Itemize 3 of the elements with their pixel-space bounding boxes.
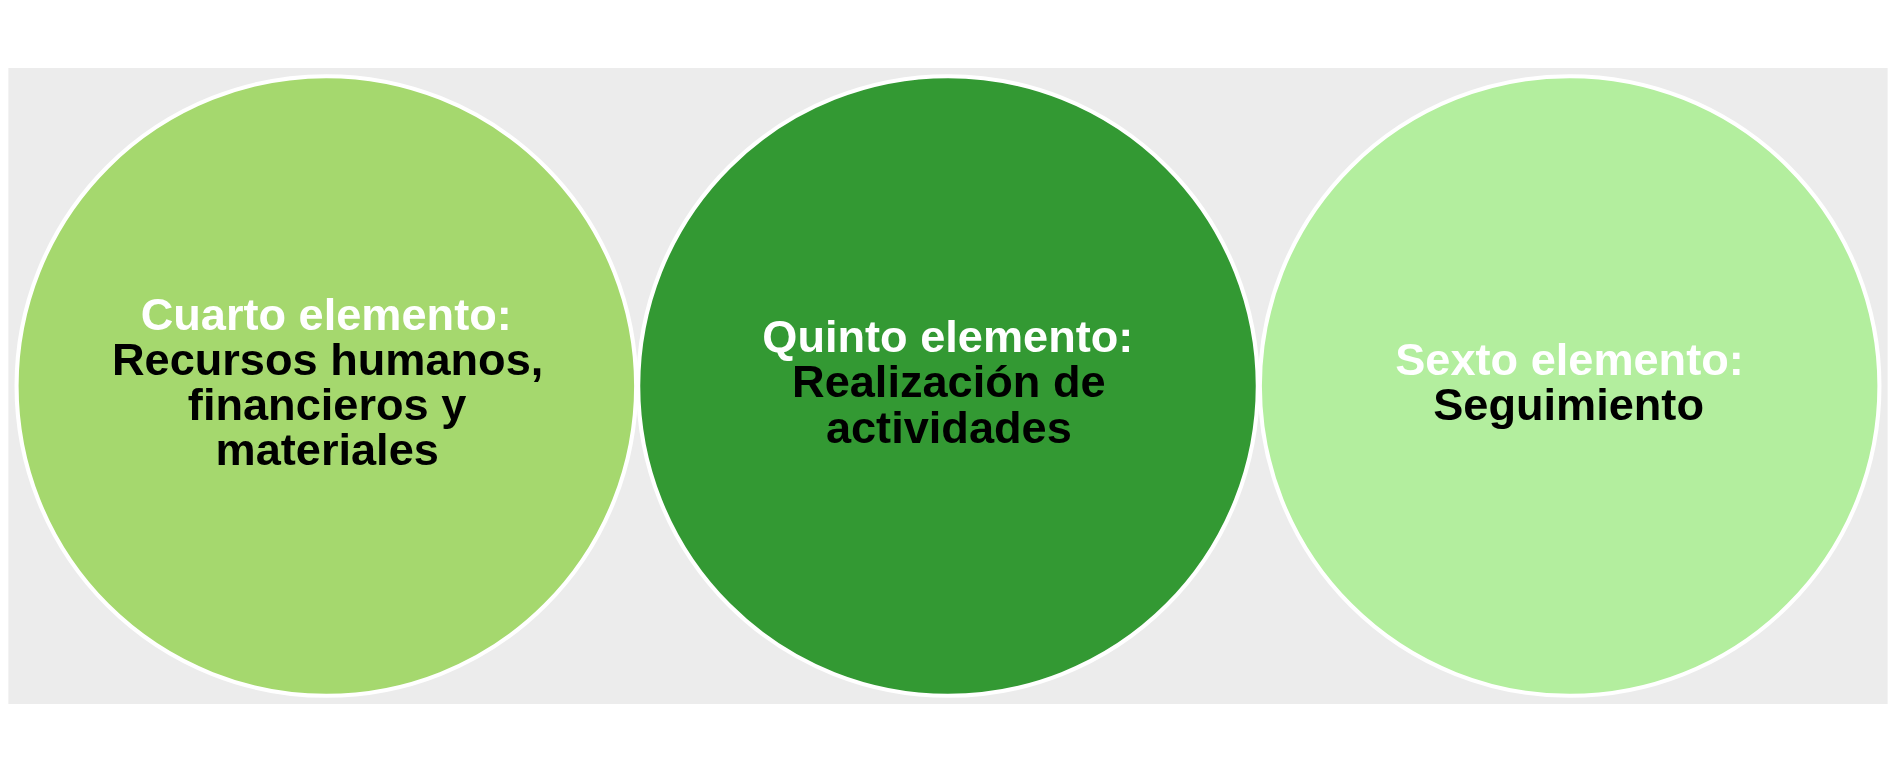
node-circle: Sexto elemento: Seguimiento: [1257, 73, 1882, 698]
node-circle: Cuarto elemento: Recursos humanos, financieros y materiales: [14, 73, 639, 698]
node-circle: Quinto elemento: Realización de actividades: [636, 73, 1260, 698]
